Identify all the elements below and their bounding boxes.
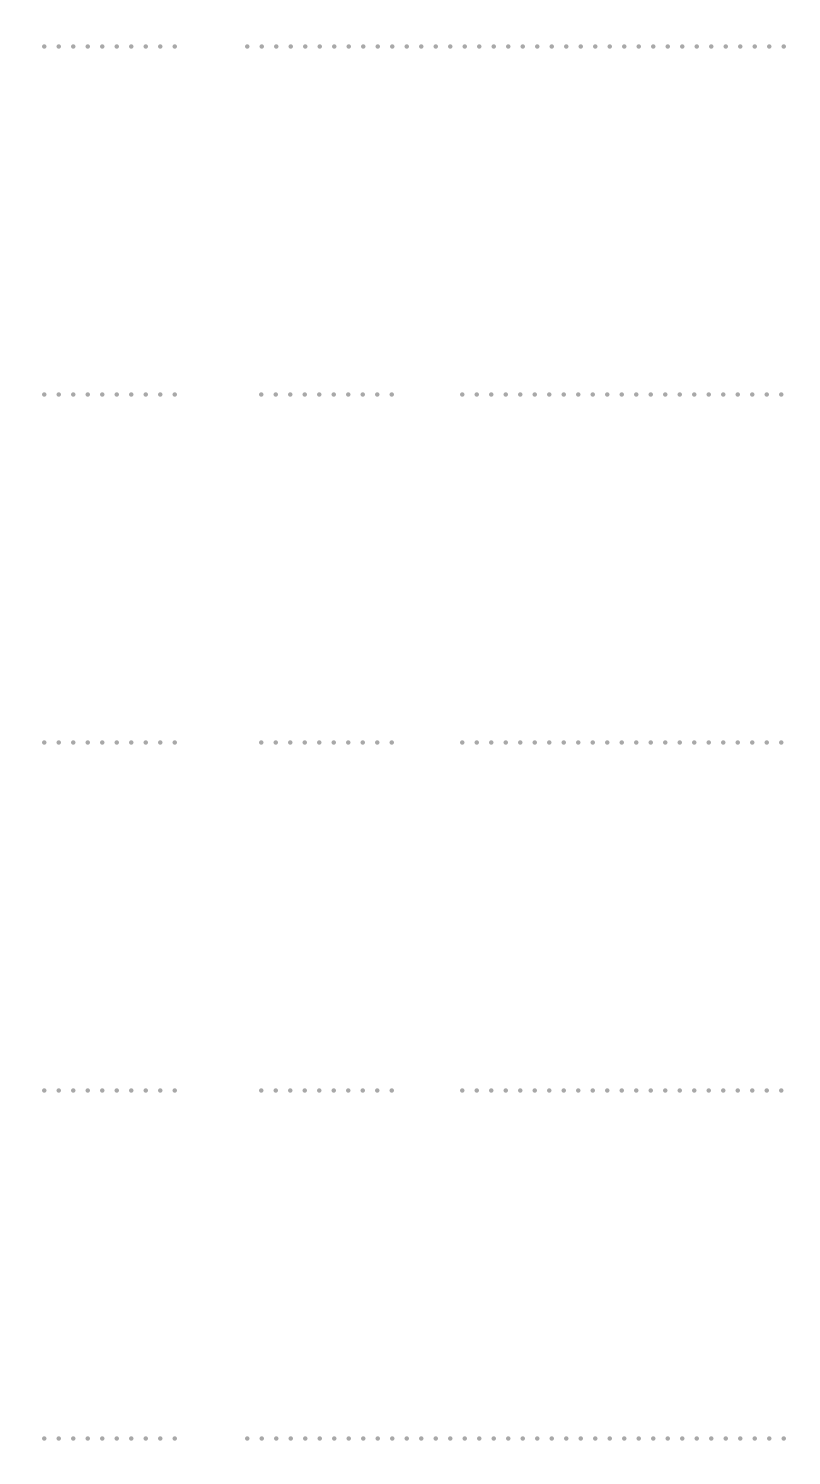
dotted-separator [455, 740, 788, 745]
dotted-separator [37, 392, 177, 397]
dotted-separator [455, 392, 788, 397]
dotted-separator [455, 1088, 788, 1093]
dotted-separator [37, 1088, 177, 1093]
dotted-separator [254, 740, 394, 745]
dotted-separator [240, 1436, 788, 1441]
dotted-separator [254, 1088, 394, 1093]
dotted-separator [254, 392, 394, 397]
dotted-separator [37, 740, 177, 745]
dotted-separator [240, 44, 788, 49]
dotted-separator [37, 1436, 187, 1441]
dotted-separator [37, 44, 187, 49]
